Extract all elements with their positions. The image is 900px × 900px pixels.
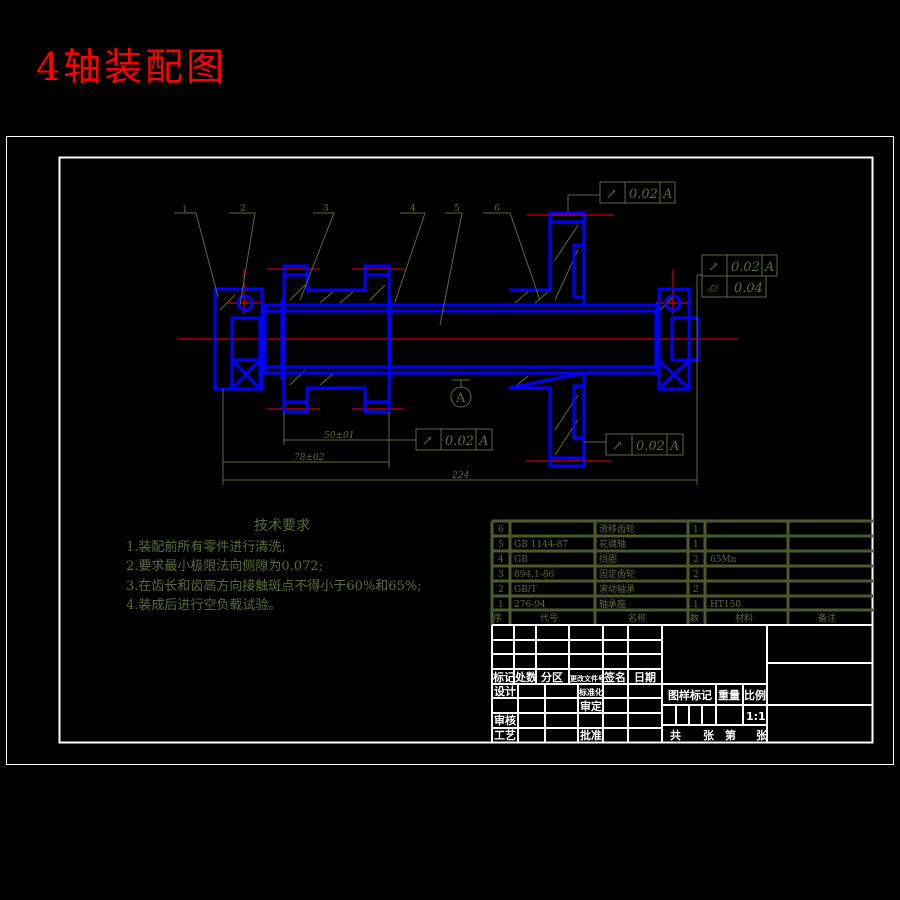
tb-sign: 签名	[603, 670, 626, 684]
parts-cell-code: 894.1-86	[514, 570, 555, 580]
tech-requirements: 技术要求 1.装配前所有零件进行清洗; 2.要求最小极限法向侧隙为0.072; …	[126, 518, 422, 613]
parts-cell-no: 4	[498, 555, 504, 565]
balloon-5: 5	[454, 204, 460, 214]
tol-4-symbol: ↗	[422, 434, 433, 449]
tb-standard: 标准化	[578, 687, 603, 697]
parts-header-note: 备注	[818, 612, 836, 624]
title-block-grid	[491, 624, 873, 743]
parts-list-grid	[490, 519, 873, 625]
tb-count: 处数	[514, 670, 538, 684]
tb-page: 第	[725, 728, 736, 742]
tol-2-value: 0.02	[731, 260, 760, 275]
tech-item: 4.装成后进行空负载试验。	[126, 597, 281, 613]
parts-header-qty: 数	[690, 612, 699, 624]
parts-header-code: 代号	[540, 613, 558, 624]
parts-cell-qty: 2	[693, 555, 699, 565]
parts-cell-no: 1	[498, 600, 504, 610]
tol-1-datum: A	[662, 187, 672, 202]
balloon-4: 4	[410, 204, 416, 214]
parts-cell-code: GB 1144-87	[514, 540, 568, 550]
dim-50: 50±01	[324, 431, 354, 441]
parts-cell-qty: 1	[693, 525, 699, 535]
tol-3-symbol: ⌭	[708, 281, 720, 296]
datum-label: A	[455, 391, 466, 406]
parts-cell-qty: 1	[693, 600, 699, 610]
tb-sheets: 张	[703, 728, 715, 742]
tol-4-datum: A	[478, 434, 488, 449]
balloon-2: 2	[240, 204, 246, 214]
tech-heading: 技术要求	[254, 518, 310, 534]
parts-cell-code: 276-94	[514, 600, 546, 610]
parts-cell-material: 65Mn	[710, 555, 737, 565]
parts-cell-qty: 2	[693, 585, 699, 595]
inner-frame	[58, 156, 874, 744]
parts-cell-name: 挡圈	[599, 553, 617, 565]
tb-check: 审定	[580, 699, 602, 713]
parts-cell-qty: 1	[693, 540, 699, 550]
parts-cell-no: 5	[498, 540, 504, 550]
parts-header-no: 序	[493, 612, 502, 624]
tb-scale: 1:1	[746, 710, 766, 723]
shaft	[263, 303, 658, 375]
tb-review: 审核	[494, 713, 516, 727]
dim-224: 224	[451, 471, 469, 481]
tb-stage: 图样标记	[668, 688, 712, 702]
parts-cell-no: 2	[498, 585, 504, 595]
tol-5-symbol: ↗	[612, 439, 623, 454]
tb-mark: 标记	[492, 670, 515, 684]
parts-header-name: 名称	[628, 612, 646, 624]
parts-cell-material: HT150	[710, 600, 741, 610]
tb-docno: 更改文件号	[570, 674, 605, 683]
parts-cell-no: 3	[498, 570, 504, 580]
tb-weight: 重量	[718, 688, 740, 702]
drawing-title: 4轴装配图	[36, 45, 228, 89]
balloon-3: 3	[323, 204, 329, 214]
parts-cell-code: GB	[514, 555, 528, 565]
tol-5-datum: A	[669, 439, 679, 454]
tol-2-datum: A	[764, 260, 774, 275]
parts-cell-no: 6	[498, 525, 504, 535]
tb-sheet2: 张	[756, 728, 768, 742]
parts-cell-qty: 2	[693, 570, 699, 580]
section-hatching	[219, 224, 676, 456]
tol-2-symbol: ↗	[708, 260, 719, 275]
parts-cell-name: 轴承座	[599, 598, 626, 610]
parts-cell-name: 滚动轴承	[599, 583, 635, 595]
parts-cell-code: GB/T	[514, 585, 537, 595]
parts-cell-name: 花键轴	[599, 538, 626, 550]
tb-approve: 批准	[580, 728, 602, 742]
parts-cell-name: 滑移齿轮	[599, 523, 635, 535]
tb-scale-label: 比例	[744, 688, 766, 702]
balloon-6: 6	[494, 204, 500, 214]
parts-cell-name: 固定齿轮	[599, 568, 635, 580]
dimension-lines	[222, 194, 702, 485]
tb-total: 共	[670, 728, 681, 742]
tol-5-value: 0.02	[636, 439, 665, 454]
tol-1-value: 0.02	[629, 187, 658, 202]
right-bearing	[657, 287, 691, 391]
tech-item: 2.要求最小极限法向侧隙为0.072;	[126, 558, 323, 574]
tb-design: 设计	[494, 684, 516, 698]
tol-4-value: 0.02	[445, 434, 474, 449]
tb-date: 日期	[634, 670, 656, 684]
dim-78: 78±02	[294, 453, 325, 463]
balloon-1: 1	[182, 205, 188, 215]
tb-process: 工艺	[494, 728, 516, 742]
centerlines	[178, 214, 738, 462]
tb-zone: 分区	[541, 670, 563, 684]
tol-1-symbol: ↗	[606, 187, 617, 202]
tol-3-value: 0.04	[734, 281, 763, 296]
parts-header-material: 材料	[735, 612, 753, 624]
tolerance-frames	[415, 181, 778, 456]
tech-item: 1.装配前所有零件进行清洗;	[126, 539, 286, 555]
part-balloons	[174, 212, 541, 326]
outer-frame	[6, 136, 894, 765]
tech-item: 3.在齿长和齿高方向接触斑点不得小于60%和65%;	[126, 578, 422, 594]
